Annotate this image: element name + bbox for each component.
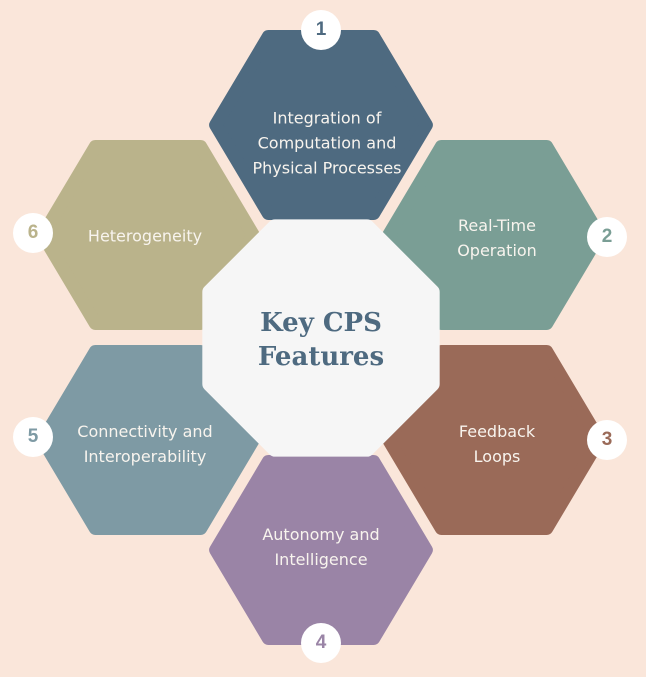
feature-hexagon-4 bbox=[209, 455, 433, 645]
badge-1: 1 bbox=[301, 10, 341, 50]
feature-label-6: Heterogeneity bbox=[87, 226, 203, 246]
badge-4: 4 bbox=[301, 623, 341, 663]
feature-label-4: Autonomy and Intelligence bbox=[262, 525, 380, 569]
feature-hexagon-3 bbox=[382, 345, 606, 535]
feature-label-2: Real-Time Operation bbox=[457, 216, 537, 260]
center-octagon bbox=[202, 219, 440, 457]
feature-hexagon-2 bbox=[382, 140, 606, 330]
badge-3: 3 bbox=[587, 420, 627, 460]
center-title: Key CPS Features bbox=[257, 308, 385, 372]
feature-hexagon-1 bbox=[209, 30, 433, 220]
feature-label-3: Feedback Loops bbox=[458, 422, 536, 466]
badge-5: 5 bbox=[13, 417, 53, 457]
feature-label-5: Connectivity and Interoperability bbox=[77, 422, 213, 466]
badge-2: 2 bbox=[587, 217, 627, 257]
badge-6: 6 bbox=[13, 213, 53, 253]
feature-label-1: Integration of Computation and Physical … bbox=[252, 108, 402, 178]
